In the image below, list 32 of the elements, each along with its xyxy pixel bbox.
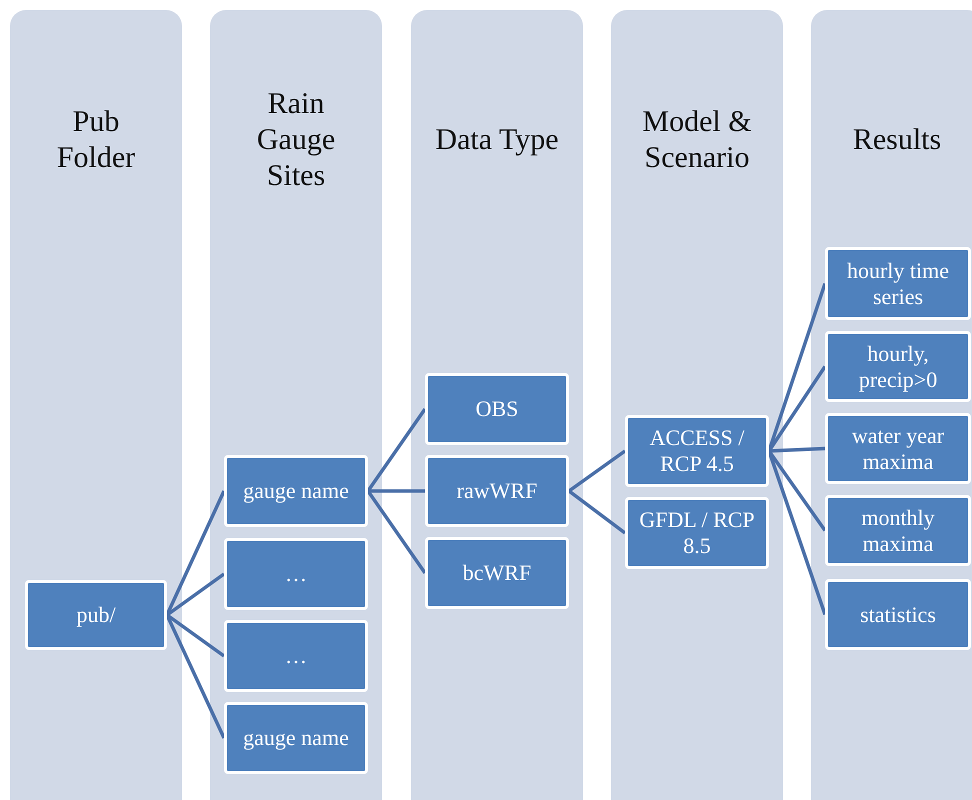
item-box: statistics xyxy=(825,579,971,650)
connector-line xyxy=(568,490,626,534)
item-box: hourly time series xyxy=(825,247,971,320)
item-box: monthly maxima xyxy=(825,495,971,566)
connector-line xyxy=(165,614,226,739)
item-box: hourly, precip>0 xyxy=(825,331,971,402)
item-box: bcWRF xyxy=(425,537,569,609)
item-box: GFDL / RCP 8.5 xyxy=(625,497,769,569)
connector-line xyxy=(568,450,626,492)
column-heading: Pub Folder xyxy=(56,104,136,176)
item-box: pub/ xyxy=(25,580,167,650)
item-box: water year maxima xyxy=(825,413,971,484)
column-band xyxy=(411,10,583,800)
item-box: … xyxy=(224,538,368,610)
connector-line xyxy=(366,408,426,492)
item-box: … xyxy=(224,620,368,692)
item-box: rawWRF xyxy=(425,455,569,527)
column-band xyxy=(811,10,972,800)
column-band xyxy=(611,10,783,800)
connector-line xyxy=(366,490,426,574)
connector-line xyxy=(768,446,826,453)
item-box: gauge name xyxy=(224,702,368,774)
connector-line xyxy=(368,489,425,493)
column-heading: Model & Scenario xyxy=(641,104,753,176)
item-box: gauge name xyxy=(224,455,368,527)
column-heading: Rain Gauge Sites xyxy=(256,86,336,194)
column-band xyxy=(210,10,382,800)
item-box: OBS xyxy=(425,373,569,445)
column-heading: Results xyxy=(852,122,942,158)
column-heading: Data Type xyxy=(434,122,560,158)
column-band xyxy=(10,10,182,800)
item-box: ACCESS / RCP 4.5 xyxy=(625,415,769,487)
